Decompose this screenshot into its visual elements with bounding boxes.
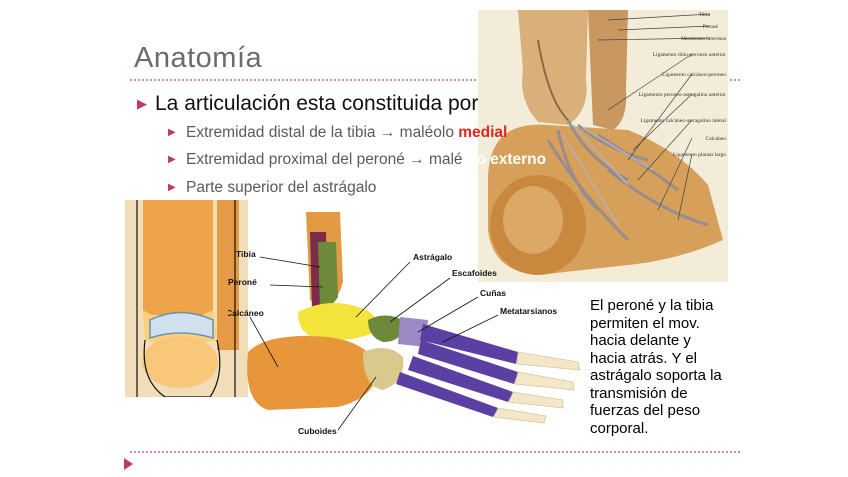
caption-line: hacia delante y <box>590 332 750 350</box>
ankle-label: Peroné <box>703 24 719 30</box>
caption-line: transmisión de <box>590 385 750 403</box>
caption-line: permiten el mov. <box>590 315 750 333</box>
foot-bones-illustration: Tibia Peroné Calcáneo Astrágalo Escafoid… <box>228 212 608 437</box>
caption-line: El peroné y la tibia <box>590 297 750 315</box>
ankle-label: Ligamento calcáneo-peroneo <box>662 72 726 78</box>
foot-label-perone: Peroné <box>228 277 257 287</box>
foot-label-escafoides: Escafoides <box>452 268 497 278</box>
sub-bullet: ▶Extremidad proximal del peroné → maléol… <box>168 151 546 169</box>
caption-line: fuerzas del peso <box>590 402 750 420</box>
ankle-label: Calcáneo <box>706 136 727 142</box>
ankle-label: Membrana interósea <box>681 36 727 42</box>
sub-bullet: ▶Extremidad distal de la tibia → maléolo… <box>168 124 507 142</box>
main-bullet: ▶La articulación esta constituida por: <box>137 92 484 116</box>
sub-bullet-text: Extremidad distal de la tibia → maléolo <box>186 124 458 141</box>
foot-label-calcaneo: Calcáneo <box>228 308 264 318</box>
sub-bullet-text: Extremidad proximal del peroné → malé <box>186 151 463 168</box>
main-bullet-text: La articulación esta constituida por: <box>155 92 484 115</box>
bullet-arrow-icon: ▶ <box>168 127 186 138</box>
ankle-label: Ligamento tibio-peroneo anterior <box>653 52 726 58</box>
slide-title: Anatomía <box>134 42 262 75</box>
foot-label-tibia: Tibia <box>236 249 256 259</box>
ankle-label: Ligamento plantar largo <box>673 152 726 158</box>
ankle-label: Tibia <box>699 12 711 18</box>
foot-label-astragalo: Astrágalo <box>413 252 452 262</box>
sub-bullet-text: Parte superior del astrágalo <box>186 179 376 196</box>
ankle-label: Ligamento calcáneo-astragalino lateral <box>640 118 726 124</box>
sub-bullet-highlight: olo externo <box>463 151 547 168</box>
caption-line: hacia atrás. Y el <box>590 350 750 368</box>
foot-label-cunas: Cuñas <box>480 288 506 298</box>
bullet-arrow-icon: ▶ <box>137 96 155 112</box>
sub-bullet-highlight: medial <box>458 124 507 141</box>
next-slide-arrow-icon[interactable] <box>124 458 133 470</box>
footer-divider <box>130 451 740 453</box>
ankle-label: Ligamento peroneo-astragalino anterior <box>639 92 727 98</box>
bullet-arrow-icon: ▶ <box>168 154 186 165</box>
sub-bullet: ▶Parte superior del astrágalo <box>168 179 376 197</box>
bullet-arrow-icon: ▶ <box>168 182 186 193</box>
foot-label-cuboides: Cuboides <box>298 426 337 436</box>
caption-line: astrágalo soporta la <box>590 367 750 385</box>
caption-line: corporal. <box>590 420 750 438</box>
foot-label-metatarsianos: Metatarsianos <box>500 306 557 316</box>
caption-text: El peroné y la tibia permiten el mov. ha… <box>590 297 750 437</box>
